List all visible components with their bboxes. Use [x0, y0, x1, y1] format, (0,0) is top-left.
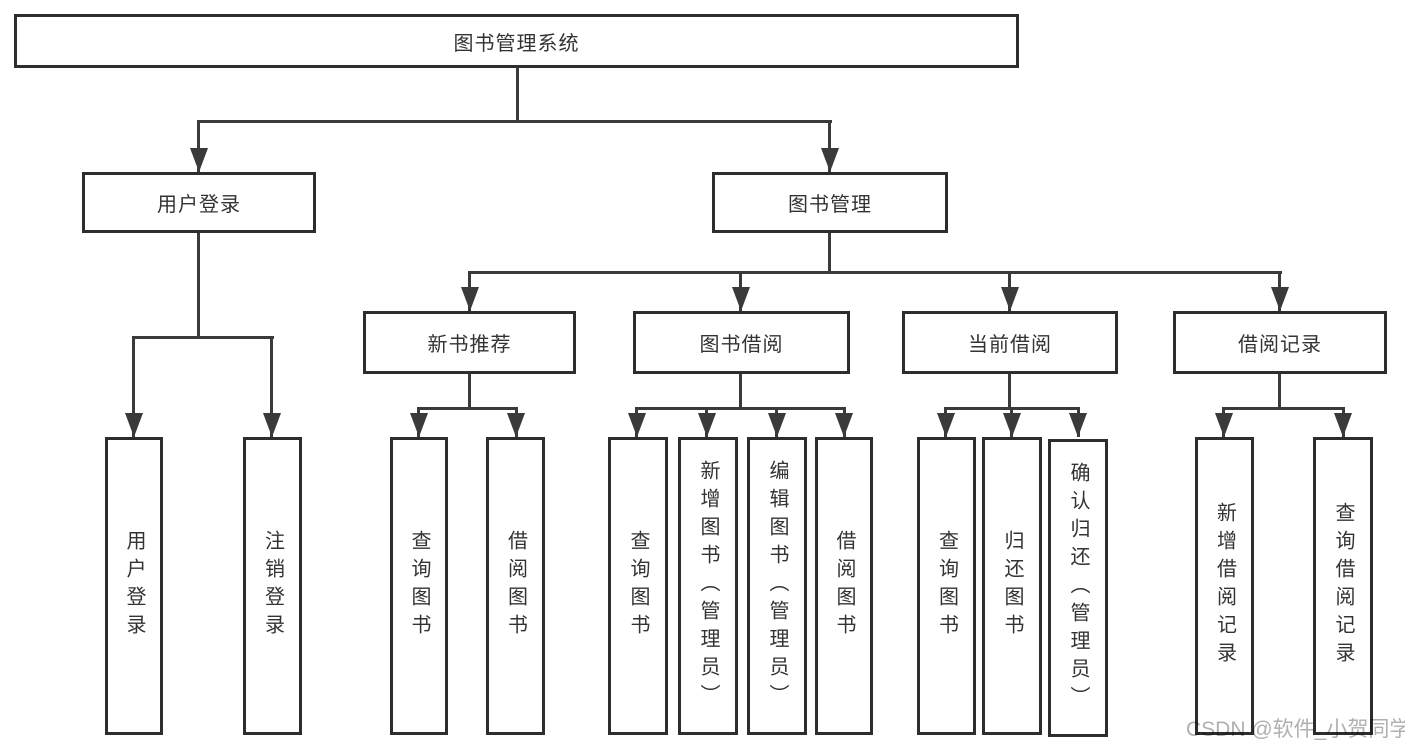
leaf-newbook-borrow-books: 借阅图书 [486, 437, 545, 735]
leaf-label: 借阅图书 [833, 530, 855, 642]
leaf-label: 注销登录 [261, 530, 284, 642]
leaf-label: 查询图书 [935, 530, 958, 642]
arrow-down-icon [1271, 287, 1289, 311]
connector-line [516, 67, 519, 121]
arrow-down-icon [698, 413, 716, 437]
leaf-logout: 注销登录 [243, 437, 302, 735]
leaf-label: 查询借阅记录 [1332, 502, 1354, 670]
leaf-borrow-query-books: 查询图书 [608, 437, 668, 735]
arrow-down-icon [410, 413, 428, 437]
node-label: 图书管理 [788, 194, 872, 216]
arrow-down-icon [507, 413, 525, 437]
connector-line [132, 336, 274, 339]
leaf-label: 新增借阅记录 [1213, 502, 1236, 670]
leaf-label: 归还图书 [1001, 530, 1023, 642]
connector-line [417, 407, 518, 410]
leaf-borrow-edit-book-admin: 编辑图书（管理员） [747, 437, 807, 735]
arrow-down-icon [1003, 413, 1021, 437]
arrow-down-icon [1001, 287, 1019, 311]
arrow-down-icon [263, 413, 281, 437]
leaf-user-login: 用户登录 [105, 437, 163, 735]
connector-line [197, 120, 200, 172]
connector-line [1222, 407, 1345, 410]
leaf-records-query-borrow-record: 查询借阅记录 [1313, 437, 1373, 735]
arrow-down-icon [628, 413, 646, 437]
csdn-watermark: CSDN @软件_小贺同学 [1186, 718, 1405, 741]
connector-line [828, 120, 831, 172]
leaf-newbook-query-books: 查询图书 [390, 437, 448, 735]
node-label: 借阅记录 [1238, 334, 1322, 356]
arrow-down-icon [937, 413, 955, 437]
leaf-label: 查询图书 [408, 530, 430, 642]
arrow-down-icon [461, 287, 479, 311]
node-label: 用户登录 [157, 194, 241, 216]
leaf-label: 用户登录 [123, 530, 145, 642]
node-user-login: 用户登录 [82, 172, 316, 233]
connector-line [197, 233, 200, 337]
connector-line [468, 374, 471, 408]
arrow-down-icon [821, 148, 839, 172]
arrow-down-icon [125, 413, 143, 437]
connector-line [1008, 374, 1011, 408]
leaf-records-add-borrow-record: 新增借阅记录 [1195, 437, 1254, 735]
leaf-label: 新增图书（管理员） [697, 460, 719, 712]
node-book-borrowing: 图书借阅 [633, 311, 850, 374]
leaf-label: 编辑图书（管理员） [766, 460, 788, 712]
connector-line [828, 233, 831, 274]
node-label: 当前借阅 [968, 334, 1052, 356]
leaf-current-confirm-return-admin: 确认归还（管理员） [1048, 439, 1108, 737]
leaf-current-return-books: 归还图书 [982, 437, 1042, 735]
node-library-management-system: 图书管理系统 [14, 14, 1019, 68]
connector-line [132, 336, 135, 437]
leaf-label: 查询图书 [627, 530, 649, 642]
connector-line [468, 271, 1282, 274]
node-new-book-recommend: 新书推荐 [363, 311, 576, 374]
arrow-down-icon [1215, 413, 1233, 437]
arrow-down-icon [190, 148, 208, 172]
arrow-down-icon [1334, 413, 1352, 437]
connector-line [198, 120, 832, 123]
arrow-down-icon [1069, 413, 1087, 437]
leaf-current-query-books: 查询图书 [917, 437, 976, 735]
arrow-down-icon [732, 287, 750, 311]
arrow-down-icon [835, 413, 853, 437]
leaf-label: 借阅图书 [504, 530, 527, 642]
node-label: 新书推荐 [427, 334, 512, 356]
connector-line [635, 407, 846, 410]
leaf-borrow-borrow-books: 借阅图书 [815, 437, 873, 735]
connector-line [739, 374, 742, 408]
node-current-borrowing: 当前借阅 [902, 311, 1118, 374]
connector-line [1278, 374, 1281, 408]
arrow-down-icon [768, 413, 786, 437]
connector-line [270, 336, 273, 437]
leaf-borrow-add-book-admin: 新增图书（管理员） [678, 437, 738, 735]
node-book-management: 图书管理 [712, 172, 948, 233]
node-label: 图书借阅 [699, 334, 784, 356]
node-borrowing-records: 借阅记录 [1173, 311, 1387, 374]
node-label: 图书管理系统 [453, 32, 580, 55]
leaf-label: 确认归还（管理员） [1067, 462, 1089, 714]
